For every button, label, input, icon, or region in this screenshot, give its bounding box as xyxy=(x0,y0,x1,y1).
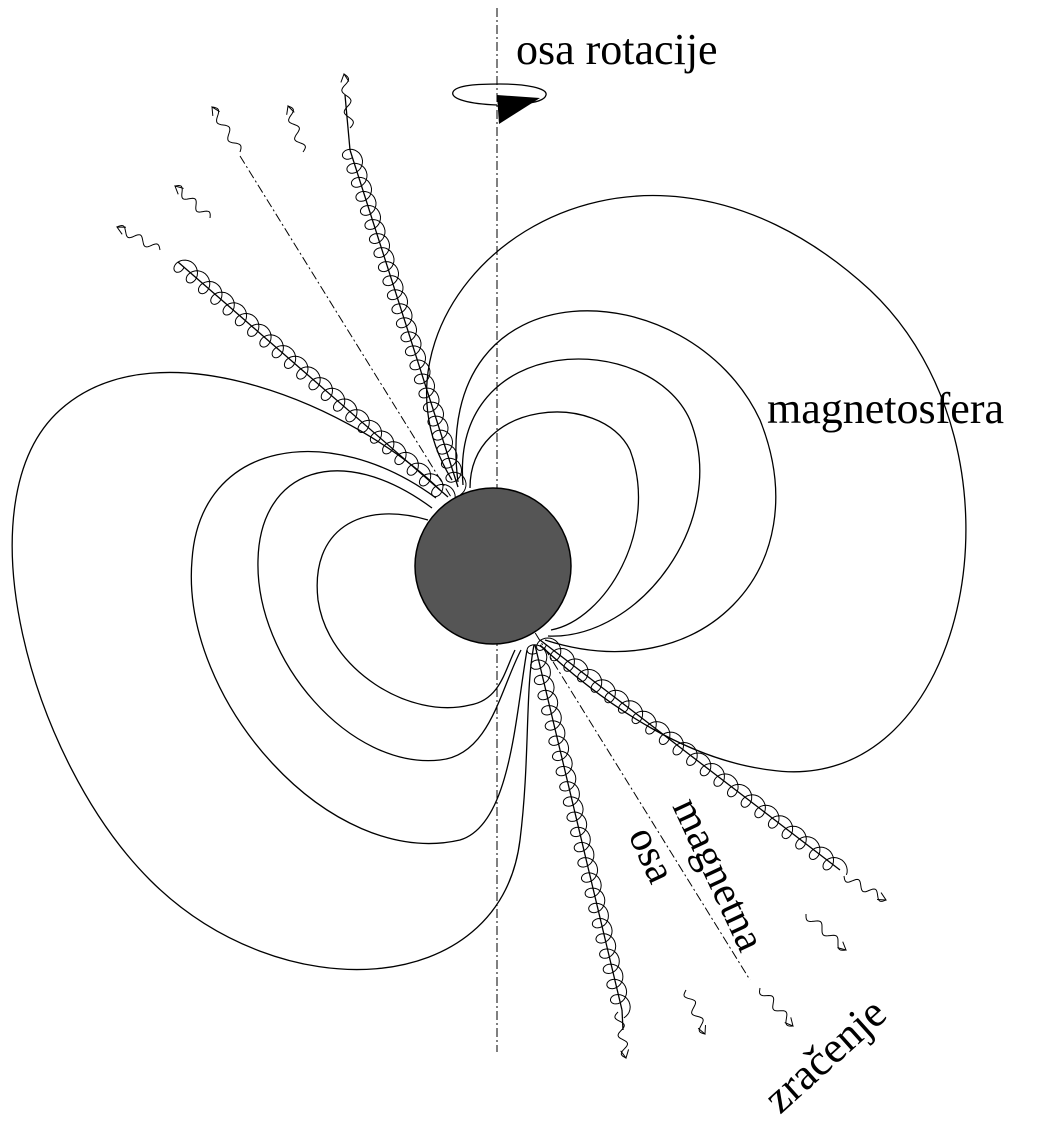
radiation-wave-8 xyxy=(758,987,794,1027)
field-lines-right xyxy=(425,194,967,773)
radiation-wave-7 xyxy=(805,914,847,951)
magnetosphere-label: magnetosfera xyxy=(767,384,1004,433)
radiation-wave-1 xyxy=(340,72,354,129)
radiation-wave-4 xyxy=(174,184,211,219)
radiation-label: zračenje xyxy=(754,988,896,1121)
beam-upper-vertical-coil xyxy=(341,148,467,496)
beam-upper-left-coil xyxy=(173,259,456,503)
particle-beams xyxy=(173,94,848,1031)
radiation-wave-3 xyxy=(286,104,306,153)
beam-lower-vertical-coil xyxy=(526,644,631,1019)
magnetic-axis-label-word1: magnetna xyxy=(663,791,774,959)
radiation-wave-10 xyxy=(614,1011,630,1060)
radiation-wave-9 xyxy=(683,989,707,1036)
rotation-axis-label: osa rotacije xyxy=(516,25,718,74)
radiation-wave-2 xyxy=(211,106,242,153)
field-lines-left xyxy=(11,371,535,971)
radiation-wave-5 xyxy=(116,224,161,251)
rotation-arrow-icon xyxy=(452,83,547,124)
radiation-waves xyxy=(116,72,887,1060)
neutron-star xyxy=(414,487,572,645)
radiation-wave-6 xyxy=(843,875,887,902)
beam-lower-right-coil xyxy=(536,637,848,876)
beam-lower-extension xyxy=(621,1009,624,1031)
beam-upper-extension xyxy=(344,94,351,151)
